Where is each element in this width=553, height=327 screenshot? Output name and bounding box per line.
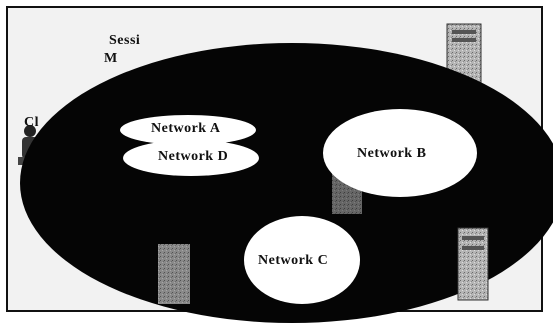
network-b-label: Network B (357, 146, 427, 161)
network-a-label: Network A (151, 121, 221, 136)
network-a-ellipse (120, 115, 256, 145)
network-d-label: Network D (158, 149, 229, 164)
network-c-label: Network C (258, 253, 329, 268)
network-c-ellipse (244, 216, 360, 304)
client-label-partial: Cl (24, 115, 39, 130)
device-icon-lower (158, 244, 190, 304)
network-b-ellipse (323, 109, 477, 197)
session-manager-label-line2-partial: M (104, 51, 118, 66)
server-icon-right (457, 227, 489, 301)
session-manager-label-partial: Sessi (109, 33, 141, 48)
network-d-ellipse (123, 140, 259, 176)
